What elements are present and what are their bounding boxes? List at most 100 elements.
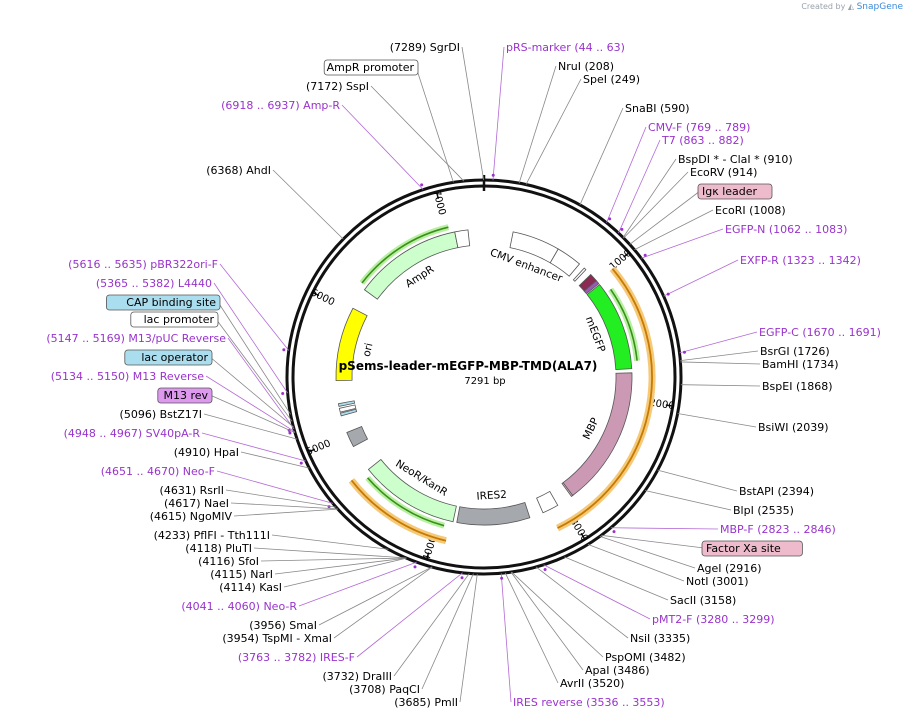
leader-line — [610, 527, 719, 530]
created-by-text: Created by — [801, 2, 846, 11]
leader-line — [629, 190, 701, 245]
leader-line — [623, 171, 689, 239]
site-label: Igκ leader — [702, 185, 758, 198]
feature-label: ori — [361, 342, 376, 358]
site-label: T7 (863 .. 882) — [661, 134, 744, 147]
leader-line — [677, 413, 757, 428]
site-label: (4651 .. 4670) Neo-F — [101, 465, 215, 478]
site-label: (3732) DraIII — [322, 670, 392, 683]
leader-line — [227, 337, 295, 430]
snapgene-watermark: Created by ◭ SnapGene — [801, 2, 903, 12]
leader-line — [209, 394, 296, 434]
leader-line — [233, 508, 338, 517]
plasmid-length: 7291 bp — [464, 376, 505, 387]
leader-line — [461, 46, 485, 181]
leader-line — [240, 451, 310, 469]
feature-ampr-promoter — [454, 229, 471, 249]
leader-line — [274, 557, 407, 575]
leader-line — [201, 432, 306, 462]
site-label: pMT2-F (3280 .. 3299) — [652, 613, 775, 626]
brand-text: SnapGene — [856, 2, 903, 12]
site-label: CMV-F (769 .. 789) — [648, 121, 750, 134]
tick-mark — [425, 552, 430, 561]
leader-line — [393, 573, 470, 677]
site-label: BlpI (2535) — [733, 504, 794, 517]
site-label: (7289) SgrDI — [390, 41, 460, 54]
leader-line — [225, 489, 337, 508]
leader-line — [680, 361, 761, 365]
feature-label-box — [697, 183, 773, 200]
leader-line — [318, 566, 433, 626]
primer-marker — [682, 350, 686, 354]
primer-marker — [299, 461, 303, 465]
feature-chimeric-intron — [536, 490, 559, 514]
leader-line — [680, 384, 761, 387]
leader-line — [298, 561, 417, 607]
leader-line — [657, 469, 738, 492]
feature-label: IRES2 — [476, 489, 507, 503]
leader-line — [622, 158, 677, 238]
primer-marker — [543, 568, 547, 572]
leader-line — [644, 490, 732, 511]
tick-mark — [307, 448, 316, 454]
site-label: (4114) KasI — [219, 581, 282, 594]
site-label: pRS-marker (44 .. 63) — [506, 41, 625, 54]
leader-line — [283, 557, 407, 588]
leader-line — [215, 318, 293, 422]
backbone — [285, 175, 683, 576]
tick-label: 7000 — [430, 189, 447, 216]
leader-line — [459, 573, 478, 703]
primer-marker — [666, 292, 670, 296]
site-label: CAP binding site — [126, 296, 216, 309]
site-label: (3763 .. 3782) IRES-F — [238, 651, 355, 664]
leader-line — [205, 375, 295, 432]
feature-label-box — [157, 387, 213, 404]
site-label: AgeI (2916) — [697, 562, 762, 575]
site-label: (4041 .. 4060) Neo-R — [181, 600, 297, 613]
leader-line — [213, 282, 288, 394]
leader-line — [216, 470, 333, 504]
site-label: (4910) HpaI — [174, 446, 239, 459]
primer-marker — [608, 217, 612, 221]
leader-line — [253, 547, 407, 559]
site-label: (4115) NarI — [210, 568, 273, 581]
site-label: AmpR promoter — [327, 61, 415, 74]
leader-line — [272, 169, 344, 240]
site-label: SnaBI (590) — [625, 102, 690, 115]
leader-line — [634, 209, 714, 251]
leader-line — [271, 534, 389, 550]
site-label: (5134 .. 5150) M13 Reverse — [51, 370, 204, 383]
leader-line — [415, 66, 454, 183]
feature-factor-xa-site — [561, 482, 574, 497]
feature-label-box — [130, 311, 219, 328]
feature-t7-promoter — [572, 267, 587, 282]
leader-line — [606, 126, 647, 223]
site-label: Factor Xa site — [706, 542, 781, 555]
site-label: (3954) TspMI - XmaI — [222, 632, 332, 645]
leader-line — [230, 502, 338, 510]
site-label: MBP-F (2823 .. 2846) — [720, 523, 836, 536]
leader-line — [370, 85, 465, 182]
site-label: EXFP-R (1323 .. 1342) — [740, 254, 861, 267]
feature-ires2 — [456, 502, 531, 526]
tick-label: 1000 — [608, 248, 634, 273]
primer-marker — [288, 431, 292, 435]
site-label: (4617) NaeI — [164, 497, 229, 510]
tick-label: 6000 — [309, 287, 337, 308]
leader-line — [579, 107, 624, 206]
leader-line — [356, 572, 463, 658]
leader-line — [511, 571, 604, 658]
leader-line — [421, 573, 474, 690]
leader-line — [219, 263, 290, 351]
site-label: (3685) PmlI — [394, 696, 458, 709]
site-label: (7172) SspI — [306, 80, 369, 93]
site-label: (4118) PluTI — [185, 542, 252, 555]
site-label: (6918 .. 6937) Amp-R — [221, 99, 340, 112]
feature-lac-operator — [339, 408, 358, 417]
leader-line — [203, 413, 298, 440]
site-label: BstAPI (2394) — [739, 485, 814, 498]
leader-line — [564, 556, 669, 601]
snapgene-logo-icon: ◭ — [847, 2, 855, 11]
tick-mark — [623, 251, 631, 258]
